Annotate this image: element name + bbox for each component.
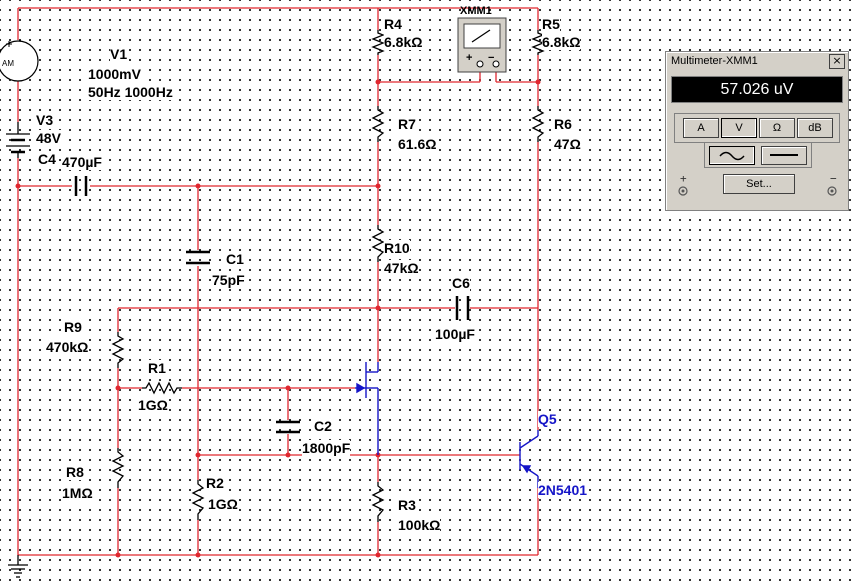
label-R10-name: R10 bbox=[384, 240, 410, 256]
minus-terminal-label: − bbox=[830, 172, 837, 185]
mode-button-ohms[interactable]: Ω bbox=[759, 118, 795, 138]
label-R7-value: 61.6Ω bbox=[398, 136, 437, 152]
label-Q5-model: 2N5401 bbox=[538, 482, 588, 498]
am-source-V1-symbol-text: AM bbox=[2, 59, 14, 68]
label-R8-value: 1MΩ bbox=[62, 485, 93, 501]
resistor-R10-symbol[interactable] bbox=[371, 225, 385, 262]
mode-button-amps[interactable]: A bbox=[683, 118, 719, 138]
mode-button-volts[interactable]: V bbox=[721, 118, 757, 138]
label-XMM1-plus: + bbox=[466, 52, 473, 64]
label-Q5-name: Q5 bbox=[538, 411, 557, 427]
label-R2-value: 1GΩ bbox=[208, 496, 238, 512]
label-R6-value: 47Ω bbox=[554, 136, 581, 152]
label-R1-value: 1GΩ bbox=[138, 397, 168, 413]
transistor-Q5-symbol[interactable] bbox=[519, 430, 539, 488]
resistor-R6-symbol[interactable] bbox=[531, 106, 545, 142]
capacitor-C6-symbol[interactable] bbox=[455, 296, 470, 320]
label-R9-name: R9 bbox=[64, 319, 82, 335]
label-V3-value: 48V bbox=[36, 130, 61, 146]
resistor-R7-symbol[interactable] bbox=[371, 106, 385, 142]
waveform-button-group bbox=[704, 142, 812, 168]
multimeter-XMM1-symbol[interactable] bbox=[457, 17, 507, 73]
close-button[interactable]: × bbox=[829, 54, 845, 69]
label-R6-name: R6 bbox=[554, 116, 572, 132]
battery-V3-symbol[interactable] bbox=[6, 122, 30, 158]
label-XMM1-name: XMM1 bbox=[460, 5, 492, 17]
multimeter-reading: 57.026 uV bbox=[671, 76, 843, 103]
label-C6-name: C6 bbox=[452, 275, 470, 291]
resistor-R1-symbol[interactable] bbox=[142, 381, 182, 395]
jfet-symbol[interactable] bbox=[355, 362, 379, 455]
label-C4-value: 470µF bbox=[62, 154, 102, 170]
ac-wave-icon bbox=[719, 151, 745, 161]
label-C4-name: C4 bbox=[38, 151, 56, 167]
label-V1-name: V1 bbox=[110, 46, 128, 62]
label-R1-name: R1 bbox=[148, 360, 166, 376]
mode-button-group: A V Ω dB bbox=[674, 113, 840, 143]
label-R9-value: 470kΩ bbox=[46, 339, 89, 355]
capacitor-C1-symbol[interactable] bbox=[186, 250, 210, 265]
mode-button-db[interactable]: dB bbox=[797, 118, 833, 138]
label-R4-value: 6.8kΩ bbox=[384, 34, 423, 50]
label-C6-value: 100µF bbox=[435, 326, 475, 342]
label-C1-name: C1 bbox=[226, 251, 244, 267]
multimeter-title[interactable]: Multimeter-XMM1 bbox=[667, 53, 847, 70]
label-R3-name: R3 bbox=[398, 497, 416, 513]
dc-button[interactable] bbox=[761, 146, 807, 165]
resistor-R4-symbol[interactable] bbox=[371, 30, 385, 55]
label-C2-name: C2 bbox=[314, 418, 332, 434]
multimeter-panel[interactable]: Multimeter-XMM1 × 57.026 uV A V Ω dB Set… bbox=[665, 51, 849, 211]
dc-line-icon bbox=[770, 154, 798, 156]
junctions bbox=[15, 79, 541, 558]
label-R3-value: 100kΩ bbox=[398, 517, 441, 533]
label-V1-amplitude: 1000mV bbox=[88, 66, 141, 82]
resistor-R8-symbol[interactable] bbox=[111, 448, 125, 488]
label-C1-value: 75pF bbox=[212, 272, 245, 288]
resistor-R3-symbol[interactable] bbox=[371, 482, 385, 522]
capacitor-C2-symbol[interactable] bbox=[276, 420, 300, 434]
label-R10-value: 47kΩ bbox=[384, 260, 419, 276]
label-R7-name: R7 bbox=[398, 116, 416, 132]
resistor-R9-symbol[interactable] bbox=[111, 332, 125, 368]
label-XMM1-minus: − bbox=[488, 52, 495, 64]
label-V3-name: V3 bbox=[36, 112, 54, 128]
plus-terminal-label: + bbox=[680, 172, 687, 185]
resistor-R2-symbol[interactable] bbox=[191, 480, 205, 520]
label-R4-name: R4 bbox=[384, 16, 402, 32]
label-R5-value: 6.8kΩ bbox=[542, 34, 581, 50]
capacitor-C4-symbol[interactable] bbox=[74, 176, 88, 196]
plus-terminal-icon[interactable] bbox=[677, 185, 689, 197]
ground-icon bbox=[8, 555, 28, 578]
am-source-V1-symbol[interactable] bbox=[0, 40, 39, 82]
ac-button[interactable] bbox=[709, 146, 755, 165]
label-R8-name: R8 bbox=[66, 464, 84, 480]
label-V1-frequencies: 50Hz 1000Hz bbox=[88, 84, 173, 100]
label-R5-name: R5 bbox=[542, 16, 560, 32]
minus-terminal-icon[interactable] bbox=[826, 185, 838, 197]
set-button[interactable]: Set... bbox=[723, 174, 795, 194]
label-C2-value: 1800pF bbox=[302, 440, 351, 456]
label-R2-name: R2 bbox=[206, 475, 224, 491]
